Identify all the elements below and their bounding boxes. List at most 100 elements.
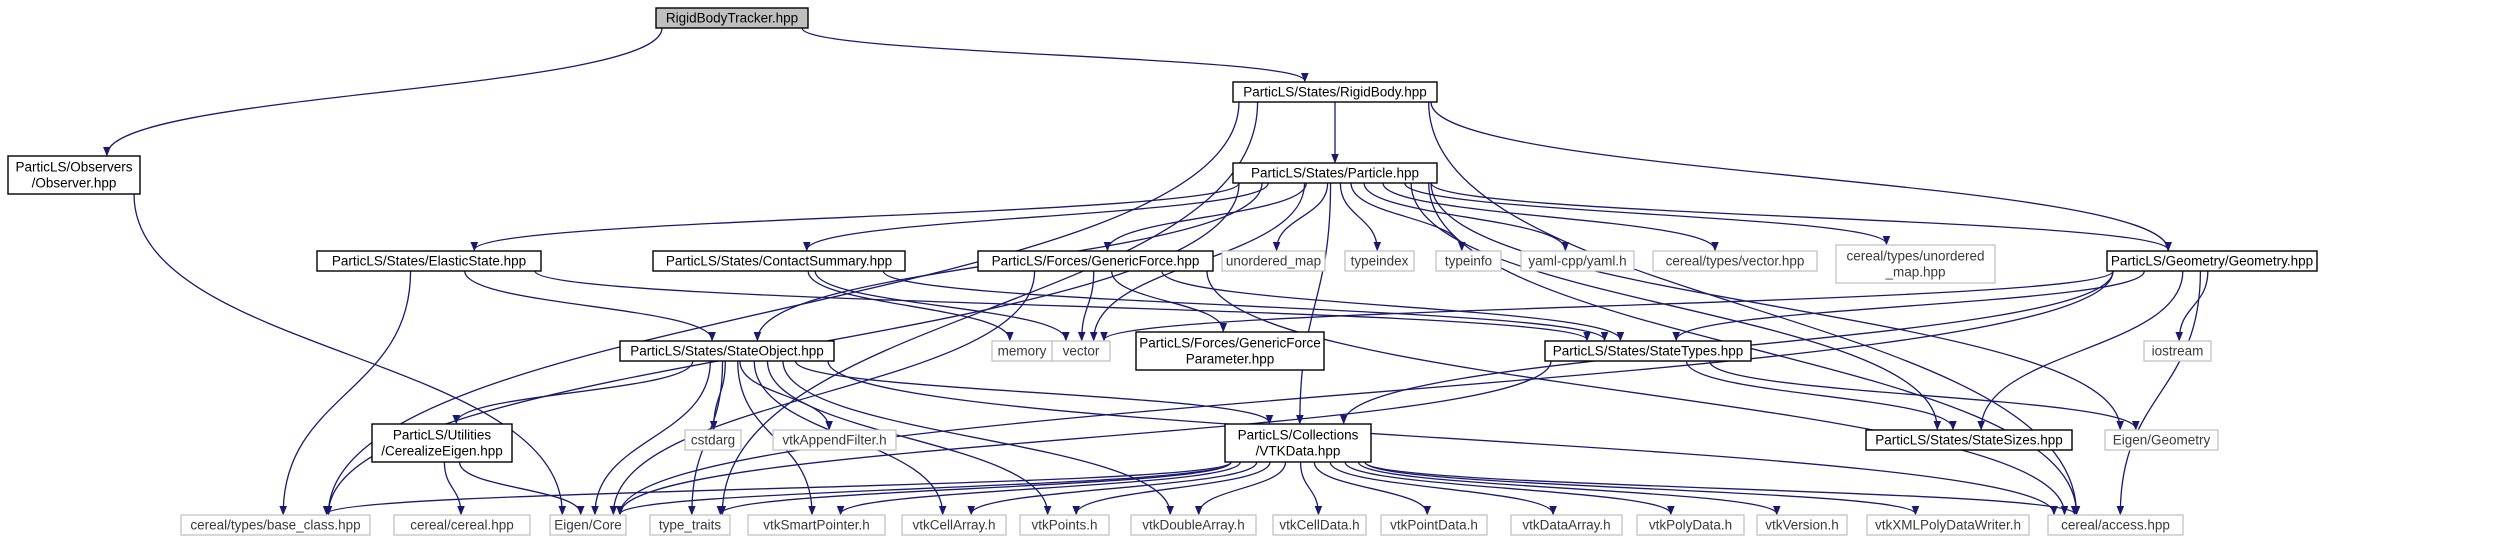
edge-gf-to-st [1161, 270, 1621, 340]
node-label-ss: ParticLS/States/StateSizes.hpp [1875, 433, 2063, 448]
node-es[interactable]: ParticLS/States/ElasticState.hpp [316, 250, 542, 272]
edge-geo-to-ss [1981, 270, 2184, 429]
edge-vtk-to-vsp [841, 461, 1241, 514]
node-rb[interactable]: ParticLS/States/RigidBody.hpp [1232, 81, 1438, 103]
node-obs[interactable]: ParticLS/Observers/Observer.hpp [7, 155, 141, 195]
node-label-obs-line-2: /Observer.hpp [32, 176, 117, 191]
node-box-vver [1756, 514, 1848, 536]
node-ccer: cereal/cereal.hpp [393, 514, 531, 536]
dependency-nodes: RigidBodyTracker.hppParticLS/States/Rigi… [7, 7, 2318, 536]
node-gf[interactable]: ParticLS/Forces/GenericForce.hpp [977, 250, 1214, 272]
edge-es-to-st [534, 270, 1587, 340]
node-cum: cereal/types/unordered_map.hpp [1835, 244, 1996, 284]
node-label-vaf: vtkAppendFilter.h [782, 433, 886, 448]
node-box-cvec [1652, 250, 1818, 272]
node-box-cstd [684, 429, 742, 451]
node-label-geo: ParticLS/Geometry/Geometry.hpp [2111, 254, 2313, 269]
node-box-vpts [1019, 514, 1110, 536]
edge-vtk-to-vca [971, 461, 1258, 514]
node-label-gfp-line-1: ParticLS/Forces/GenericForce [1139, 336, 1321, 351]
edge-gf-to-ecore [613, 270, 1036, 514]
node-box-ios [2143, 340, 2212, 362]
edge-vtk-to-vpoly [1344, 461, 1671, 514]
node-box-cbc [180, 514, 371, 536]
node-box-vec [1051, 340, 1111, 362]
edge-geo-to-ecore [620, 270, 2114, 514]
node-box-vcd [1272, 514, 1367, 536]
node-label-es: ParticLS/States/ElasticState.hpp [332, 254, 526, 269]
edge-so-to-vpts [766, 360, 1048, 514]
node-label-vpd: vtkPointData.h [1390, 518, 1478, 533]
node-ios: iostream [2143, 340, 2212, 362]
node-label-vtk-line-2: /VTKData.hpp [1256, 444, 1341, 459]
edge-so-to-cacc [827, 360, 2054, 514]
node-label-ccer: cereal/cereal.hpp [410, 518, 514, 533]
node-box-part [1232, 162, 1438, 184]
node-box-eg [2104, 429, 2219, 451]
node-label-vsp: vtkSmartPointer.h [763, 518, 870, 533]
node-label-mem: memory [998, 344, 1047, 359]
edge-part-to-cs [807, 182, 1269, 250]
node-rbt[interactable]: RigidBodyTracker.hpp [655, 7, 809, 29]
node-ss[interactable]: ParticLS/States/StateSizes.hpp [1865, 429, 2073, 451]
node-label-eg: Eigen/Geometry [2113, 433, 2211, 448]
node-vtk[interactable]: ParticLS/Collections/VTKData.hpp [1224, 423, 1372, 463]
node-label-cbc: cereal/types/base_class.hpp [190, 518, 360, 533]
node-label-cstd: cstdarg [691, 433, 735, 448]
node-box-st [1544, 340, 1752, 362]
node-label-vtk-line-1: ParticLS/Collections [1238, 428, 1359, 443]
edge-geo-to-ios [2179, 270, 2209, 340]
node-part[interactable]: ParticLS/States/Particle.hpp [1232, 162, 1438, 184]
node-label-vca: vtkCellArray.h [912, 518, 995, 533]
node-label-ce-line-1: ParticLS/Utilities [393, 428, 492, 443]
edge-vtk-to-vpd [1313, 461, 1427, 514]
node-label-tt: type_traits [659, 518, 722, 533]
edge-so-to-vda [782, 360, 1170, 514]
node-label-cs: ParticLS/States/ContactSummary.hpp [666, 254, 892, 269]
node-cs[interactable]: ParticLS/States/ContactSummary.hpp [652, 250, 906, 272]
edge-cs-to-mem [807, 270, 1010, 340]
node-gfp[interactable]: ParticLS/Forces/GenericForceParameter.hp… [1135, 331, 1325, 371]
edge-part-to-ti [1339, 182, 1377, 250]
node-geo[interactable]: ParticLS/Geometry/Geometry.hpp [2106, 250, 2318, 272]
edge-st-to-eg [1708, 360, 2136, 429]
node-vcd: vtkCellData.h [1272, 514, 1367, 536]
node-st[interactable]: ParticLS/States/StateTypes.hpp [1544, 340, 1752, 362]
node-label-yaml: yaml-cpp/yaml.h [1528, 254, 1626, 269]
node-label-vxml: vtkXMLPolyDataWriter.h [1875, 518, 2021, 533]
node-box-rbt [655, 7, 809, 29]
edge-cs-to-st [882, 270, 1604, 340]
node-label-um: unordered_map [1226, 254, 1321, 269]
edge-rbt-to-rb [801, 27, 1305, 81]
edge-part-to-gf [1107, 182, 1307, 250]
node-tinfo: typeinfo [1435, 250, 1502, 272]
edge-vtk-to-tt [720, 461, 1232, 514]
edge-ce-to-ccer [443, 461, 461, 514]
edge-rb-to-tt [722, 101, 1259, 514]
node-label-so: ParticLS/States/StateObject.hpp [630, 344, 824, 359]
node-box-ecore [549, 514, 627, 536]
edge-geo-to-st [1676, 270, 2145, 340]
node-label-gf: ParticLS/Forces/GenericForce.hpp [992, 254, 1200, 269]
node-box-tt [649, 514, 731, 536]
edge-geo-to-vec [1104, 270, 2114, 340]
node-so[interactable]: ParticLS/States/StateObject.hpp [619, 340, 835, 362]
node-cacc: cereal/access.hpp [2047, 514, 2184, 536]
node-ti: typeindex [1344, 250, 1415, 272]
node-label-cum-line-2: _map.hpp [1884, 265, 1945, 280]
edge-geo-to-cacc [2120, 270, 2202, 514]
node-box-cum [1835, 244, 1996, 284]
edge-gf-to-cacc [1206, 270, 2065, 514]
node-label-ios: iostream [2152, 344, 2204, 359]
node-label-ecore: Eigen/Core [554, 518, 622, 533]
node-box-so [619, 340, 835, 362]
node-box-ce [371, 423, 513, 463]
node-ce[interactable]: ParticLS/Utilities/CerealizeEigen.hpp [371, 423, 513, 463]
node-vec: vector [1051, 340, 1111, 362]
node-label-rb: ParticLS/States/RigidBody.hpp [1243, 85, 1427, 100]
edge-es-to-so [464, 270, 712, 340]
edge-rb-to-cacc [1428, 101, 2077, 514]
node-label-part: ParticLS/States/Particle.hpp [1251, 166, 1419, 181]
edge-vtk-to-vver [1357, 461, 1776, 514]
